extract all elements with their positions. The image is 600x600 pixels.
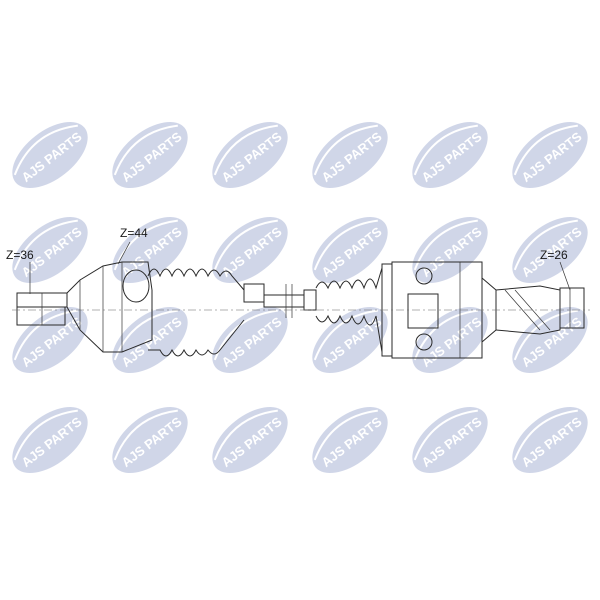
- watermark-logo: AJS PARTS: [312, 121, 388, 189]
- label-z26: Z=26: [540, 248, 568, 262]
- inner-boot: [303, 267, 383, 353]
- watermark-logo: AJS PARTS: [112, 406, 188, 474]
- leader-abs: [117, 241, 131, 265]
- label-z44: Z=44: [120, 226, 148, 240]
- left-stub-shaft: [16, 292, 68, 326]
- outer-boot: [147, 268, 265, 357]
- leader-right: [559, 261, 571, 291]
- label-z36: Z=36: [6, 248, 34, 262]
- watermark-logo: AJS PARTS: [312, 216, 388, 284]
- outer-cv-joint: [66, 261, 153, 353]
- middle-shaft: [263, 284, 305, 318]
